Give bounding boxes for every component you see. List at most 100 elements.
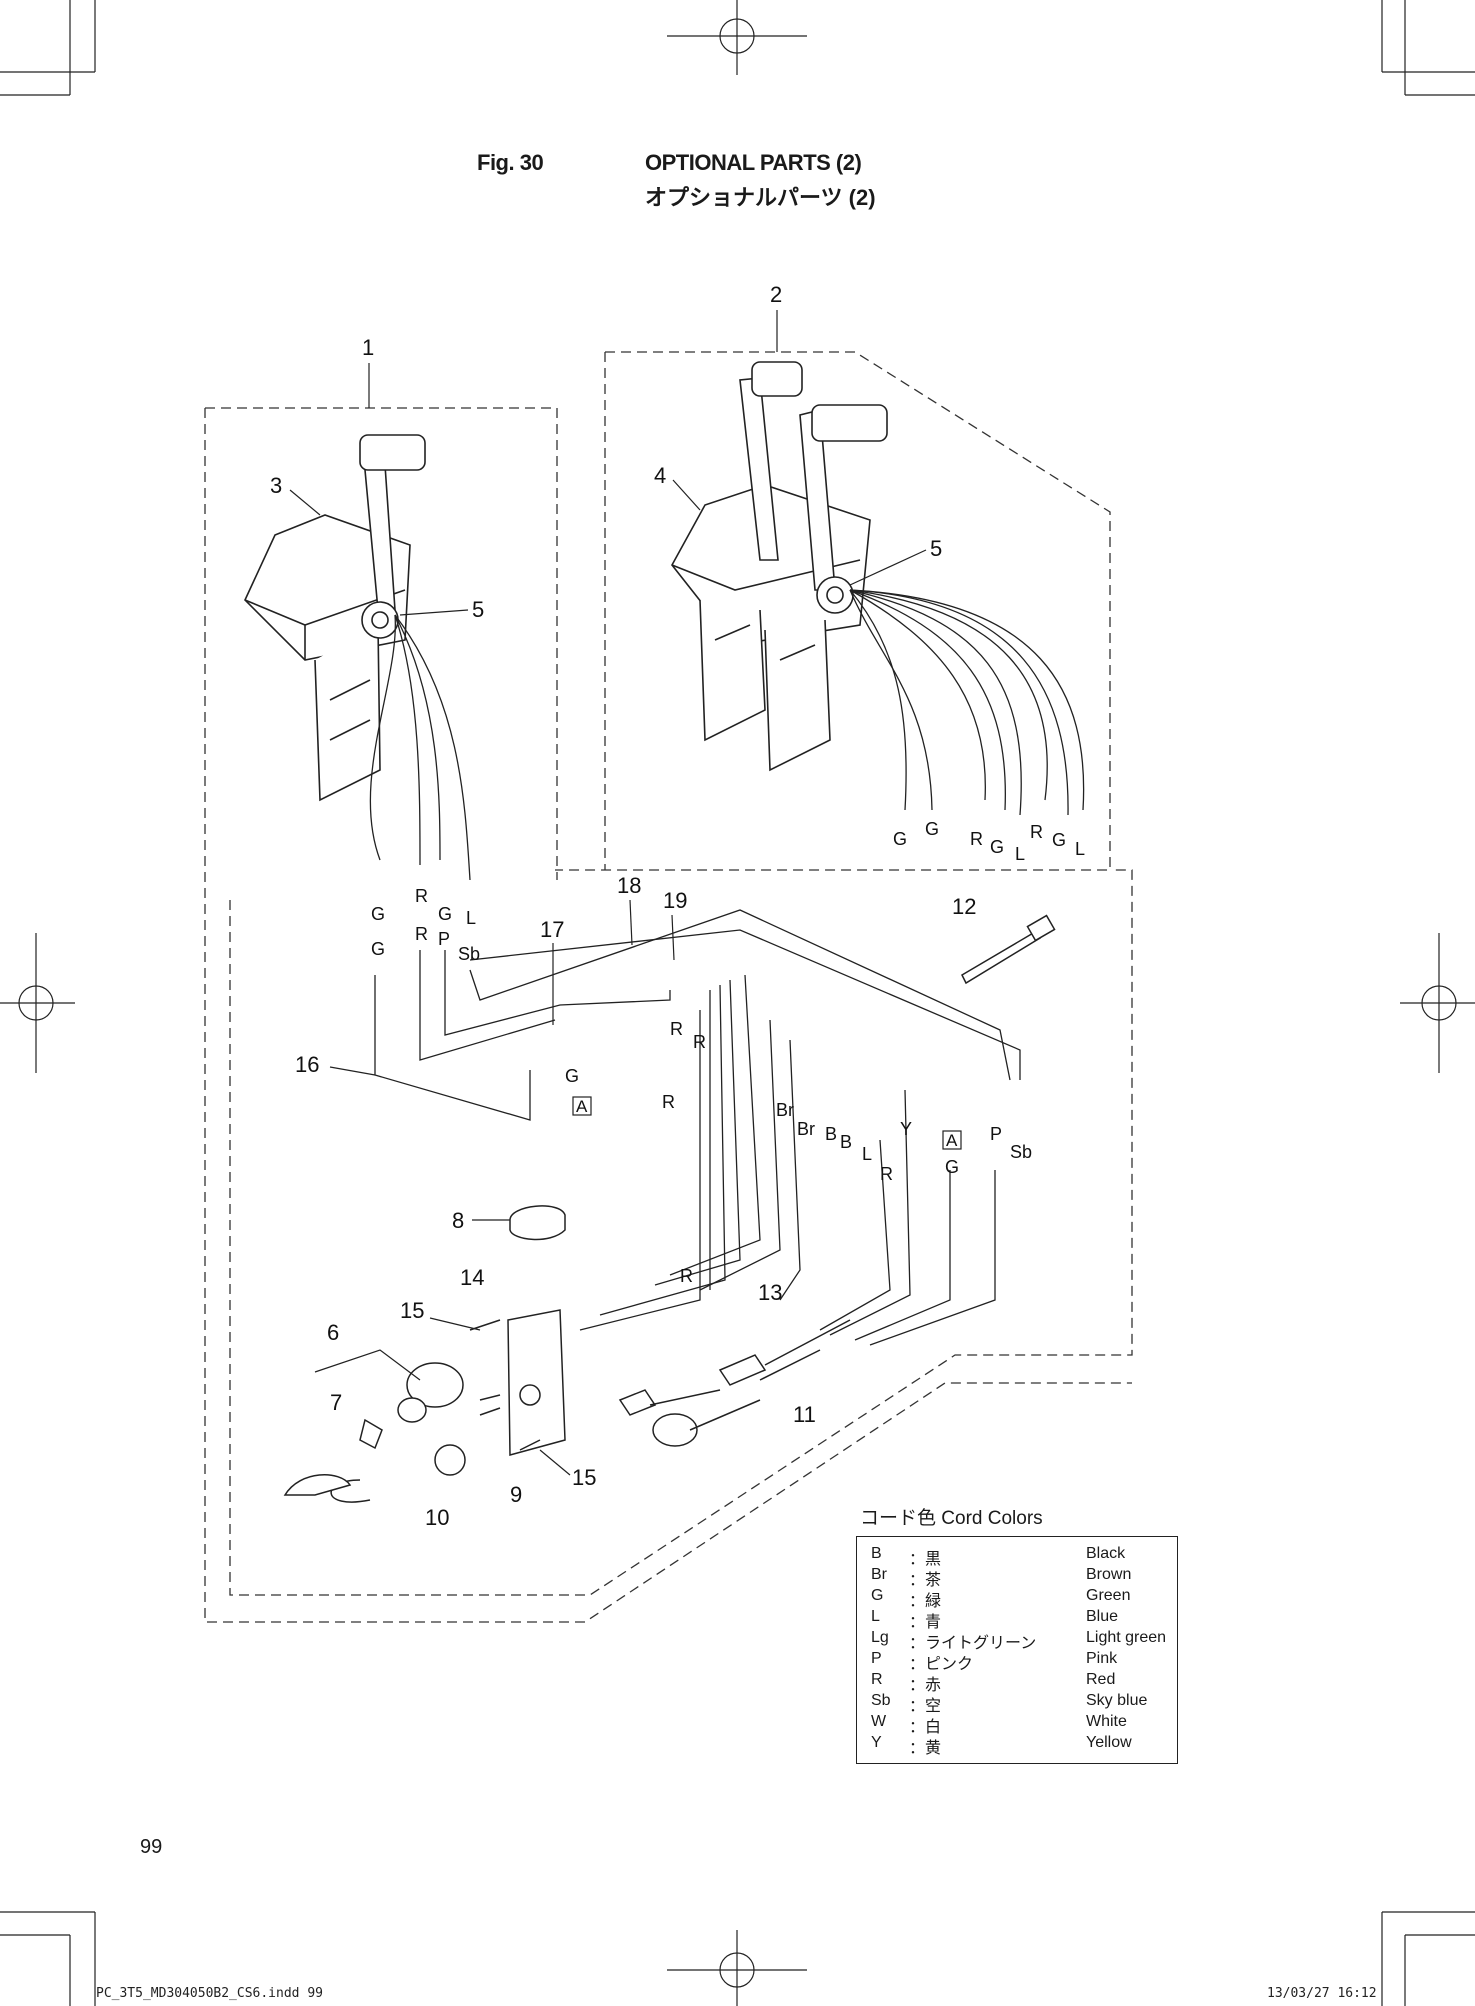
callout-18: 18 xyxy=(617,873,641,898)
color-name-en: Light green xyxy=(1086,1629,1167,1646)
color-name-jp: ：青 xyxy=(909,1614,942,1631)
wire-label: Br xyxy=(797,1119,815,1139)
main-harness xyxy=(618,1319,851,1447)
color-code: Y xyxy=(871,1734,882,1751)
color-name-jp: ：ピンク xyxy=(909,1656,974,1673)
color-name-en: Yellow xyxy=(1086,1734,1132,1751)
legend-row: Br ：茶 Brown xyxy=(871,1566,1177,1589)
callout-14: 14 xyxy=(460,1265,484,1290)
legend-row: Y ：黄 Yellow xyxy=(871,1734,1177,1757)
callout-10: 10 xyxy=(425,1505,449,1530)
color-name-jp: ：空 xyxy=(909,1698,942,1715)
wire-label: L xyxy=(466,908,476,928)
cord-colors-title: コード色 Cord Colors xyxy=(860,1508,1043,1529)
footer-file-name: PC_3T5_MD304050B2_CS6.indd 99 xyxy=(96,1986,323,2001)
figure-number: Fig. 30 xyxy=(477,150,544,175)
callout-15a: 15 xyxy=(400,1298,424,1323)
color-name-jp: ：ライトグリーン xyxy=(909,1635,1037,1652)
wire-label: B xyxy=(825,1124,837,1144)
color-name-jp: ：黒 xyxy=(909,1551,942,1568)
callout-1: 1 xyxy=(362,335,374,360)
cord-colors-table: B ：黒 Black Br ：茶 Brown G ：緑 Green L ：青 B… xyxy=(856,1536,1178,1764)
wire-label: R xyxy=(415,886,428,906)
wire-label: Br xyxy=(776,1100,794,1120)
wire-label: B xyxy=(840,1132,852,1152)
color-name-en: Blue xyxy=(1086,1608,1119,1625)
color-code: P xyxy=(871,1650,882,1667)
color-code: L xyxy=(871,1608,880,1625)
wire-label: R xyxy=(970,829,983,849)
cable-tie xyxy=(961,914,1056,985)
callout-15b: 15 xyxy=(572,1465,596,1490)
color-name-en: Brown xyxy=(1086,1566,1132,1583)
callout-11: 11 xyxy=(793,1402,816,1427)
callout-12: 12 xyxy=(952,894,976,919)
wire-label: G xyxy=(371,904,385,924)
wire-label: L xyxy=(862,1144,872,1164)
registration-mark-right xyxy=(1400,933,1475,1073)
wire-label: R xyxy=(415,924,428,944)
wire-label: G xyxy=(565,1066,579,1086)
connector-ref-a: A xyxy=(946,1131,958,1150)
harness-cables xyxy=(374,909,1021,1346)
color-code: Br xyxy=(871,1566,887,1583)
legend-row: Lg ：ライトグリーン Light green xyxy=(871,1629,1177,1652)
wire-label: R xyxy=(662,1092,675,1112)
callout-3: 3 xyxy=(270,473,282,498)
legend-row: L ：青 Blue xyxy=(871,1608,1177,1631)
wire-label: Y xyxy=(900,1119,912,1139)
wire-label: G xyxy=(925,819,939,839)
callout-17: 17 xyxy=(540,917,564,942)
registration-mark-left xyxy=(0,933,75,1073)
color-name-jp: ：緑 xyxy=(909,1593,942,1610)
wire-label: R xyxy=(1030,822,1043,842)
part-callouts: 1 2 3 4 5 5 6 7 8 9 10 11 12 13 14 15 15… xyxy=(270,282,976,1530)
color-code: R xyxy=(871,1671,883,1688)
wire-label: G xyxy=(371,939,385,959)
callout-5b: 5 xyxy=(930,536,942,561)
figure-title: OPTIONAL PARTS (2) xyxy=(645,150,862,175)
wire-label: R xyxy=(680,1266,693,1286)
color-code: W xyxy=(871,1713,887,1730)
wire-label: G xyxy=(945,1157,959,1177)
callout-19: 19 xyxy=(663,888,687,913)
wire-label: P xyxy=(438,929,450,949)
wire-labels: G R G L G G R G L R G L G R P Sb G R R R… xyxy=(371,819,1085,1286)
color-name-en: White xyxy=(1086,1713,1127,1730)
legend-row: W ：白 White xyxy=(871,1713,1177,1736)
callout-7: 7 xyxy=(330,1390,342,1415)
page-number: 99 xyxy=(140,1836,163,1858)
callout-13: 13 xyxy=(758,1280,782,1305)
color-name-jp: ：白 xyxy=(909,1719,942,1736)
connector-ref-a: A xyxy=(576,1097,588,1116)
legend-row: P ：ピンク Pink xyxy=(871,1650,1177,1673)
color-name-en: Black xyxy=(1086,1545,1126,1562)
registration-mark-top xyxy=(667,0,807,75)
color-code: G xyxy=(871,1587,884,1604)
callout-8: 8 xyxy=(452,1208,464,1233)
wire-label: R xyxy=(880,1164,893,1184)
ignition-components xyxy=(283,1205,566,1503)
wire-label: Sb xyxy=(458,944,480,964)
callout-5a: 5 xyxy=(472,597,484,622)
callout-6: 6 xyxy=(327,1320,339,1345)
single-control-box xyxy=(244,434,426,802)
callout-16: 16 xyxy=(295,1052,319,1077)
color-name-en: Red xyxy=(1086,1671,1116,1688)
color-name-en: Pink xyxy=(1086,1650,1118,1667)
color-name-en: Green xyxy=(1086,1587,1131,1604)
wire-label: R xyxy=(693,1032,706,1052)
color-code: Lg xyxy=(871,1629,889,1646)
registration-mark-bottom xyxy=(667,1930,807,2006)
wire-label: L xyxy=(1075,839,1085,859)
wire-label: L xyxy=(1015,844,1025,864)
single-control-leads xyxy=(369,614,471,881)
wire-label: G xyxy=(893,829,907,849)
legend-row: R ：赤 Red xyxy=(871,1671,1177,1694)
connector-refs: A A xyxy=(572,1096,962,1150)
color-code: B xyxy=(871,1545,882,1562)
legend-row: Sb ：空 Sky blue xyxy=(871,1692,1177,1715)
wire-label: Sb xyxy=(1010,1142,1032,1162)
